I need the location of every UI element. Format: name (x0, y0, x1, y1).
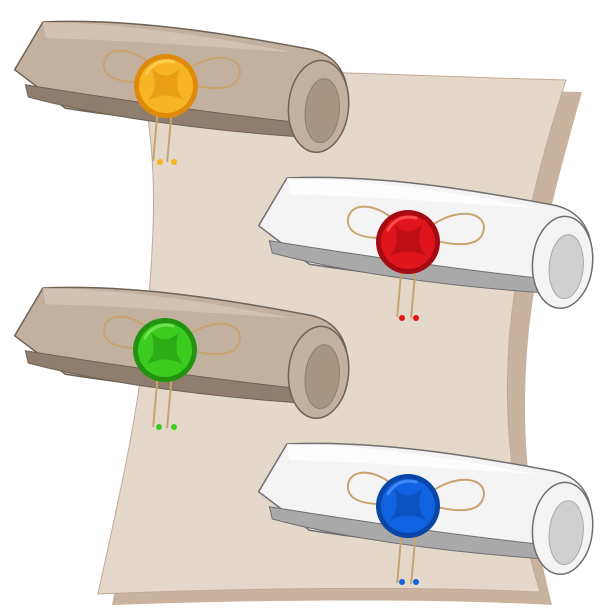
string-bead-yellow (171, 159, 177, 165)
wax-seal-red (376, 210, 440, 274)
seal-highlight (386, 479, 418, 496)
string-bead-blue (413, 579, 419, 585)
string-beads (156, 159, 419, 585)
string-bead-red (413, 315, 419, 321)
seal-emblem (147, 332, 183, 364)
seal-highlight (143, 323, 175, 340)
string-bead-green (171, 424, 177, 430)
seal-emblem (390, 224, 426, 256)
string-bead-green (156, 424, 162, 430)
string-bead-red (399, 315, 405, 321)
seal-emblem (148, 68, 184, 100)
string-bead-blue (399, 579, 405, 585)
seal-highlight (144, 59, 176, 76)
seal-highlight (386, 215, 418, 232)
wax-seal-yellow (134, 54, 198, 118)
seal-emblem (390, 488, 426, 520)
wax-seal-green (133, 318, 197, 382)
string-bead-yellow (157, 159, 163, 165)
wax-seal-blue (376, 474, 440, 538)
